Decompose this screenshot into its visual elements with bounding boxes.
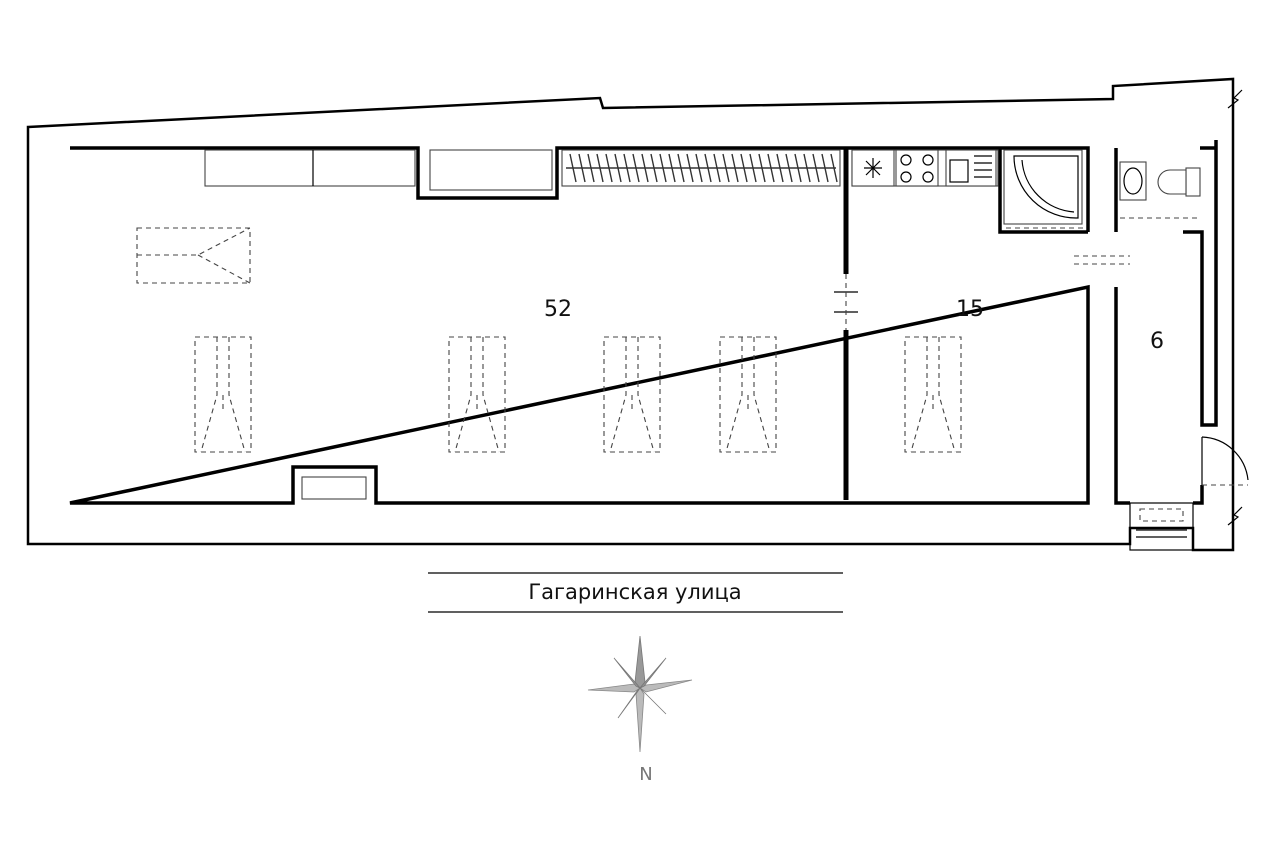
window-unit xyxy=(719,336,777,453)
hanger xyxy=(614,153,622,183)
hanger xyxy=(569,153,577,183)
hanger xyxy=(812,153,820,183)
room-area-main: 52 xyxy=(544,297,572,322)
niche-fixture xyxy=(429,149,553,191)
hanger xyxy=(722,153,730,183)
burner xyxy=(922,171,934,183)
hanger xyxy=(803,153,811,183)
hanger xyxy=(668,153,676,183)
shower-enclosure xyxy=(1013,155,1079,219)
street-name: Гагаринская улица xyxy=(528,580,741,604)
room-area-kitchen: 15 xyxy=(956,297,984,322)
compass-rose-icon xyxy=(587,635,693,753)
hanger xyxy=(578,153,586,183)
hanger xyxy=(623,153,631,183)
break-mark xyxy=(1227,89,1243,109)
entrance-mat xyxy=(1139,508,1184,522)
hanger xyxy=(704,153,712,183)
hanger xyxy=(740,153,748,183)
shower-curve xyxy=(1021,159,1075,213)
burner xyxy=(922,154,934,166)
hanger xyxy=(794,153,802,183)
hanger xyxy=(767,153,775,183)
sink-basin xyxy=(949,159,969,183)
hanger xyxy=(605,153,613,183)
entrance-door-arc xyxy=(1201,436,1249,481)
radiator xyxy=(301,476,367,500)
hanger xyxy=(596,153,604,183)
room-area-hall: 6 xyxy=(1150,329,1164,354)
hanger xyxy=(731,153,739,183)
hanger xyxy=(632,153,640,183)
window-unit xyxy=(904,336,962,453)
hanger xyxy=(785,153,793,183)
window-unit xyxy=(603,336,661,453)
counter xyxy=(204,149,416,187)
window-unit xyxy=(448,336,506,453)
hanger xyxy=(641,153,649,183)
window-unit xyxy=(194,336,252,453)
washbasin-bowl xyxy=(1123,167,1143,195)
hanger xyxy=(650,153,658,183)
window-outline xyxy=(136,227,251,284)
hanger xyxy=(821,153,829,183)
main-room-wall xyxy=(69,146,1090,505)
burner xyxy=(900,171,912,183)
hanger xyxy=(659,153,667,183)
hanger xyxy=(695,153,703,183)
wardrobe-hangers xyxy=(569,153,838,183)
toilet-bowl xyxy=(1157,169,1187,195)
break-mark xyxy=(1227,506,1243,526)
hanger xyxy=(776,153,784,183)
burner xyxy=(900,154,912,166)
hanger xyxy=(677,153,685,183)
shower-tray xyxy=(1003,149,1083,225)
wc-wall xyxy=(1114,148,1204,505)
hanger xyxy=(830,153,838,183)
hanger xyxy=(686,153,694,183)
hanger xyxy=(749,153,757,183)
hanger xyxy=(587,153,595,183)
hanger xyxy=(758,153,766,183)
compass-north-label: N xyxy=(639,764,652,785)
window-units xyxy=(194,336,962,453)
east-wall xyxy=(1183,140,1218,427)
fridge-star-icon xyxy=(864,158,882,178)
bathroom-wall xyxy=(998,148,1088,234)
toilet-tank xyxy=(1185,167,1201,197)
entrance-steps xyxy=(1129,502,1194,551)
hanger xyxy=(713,153,721,183)
